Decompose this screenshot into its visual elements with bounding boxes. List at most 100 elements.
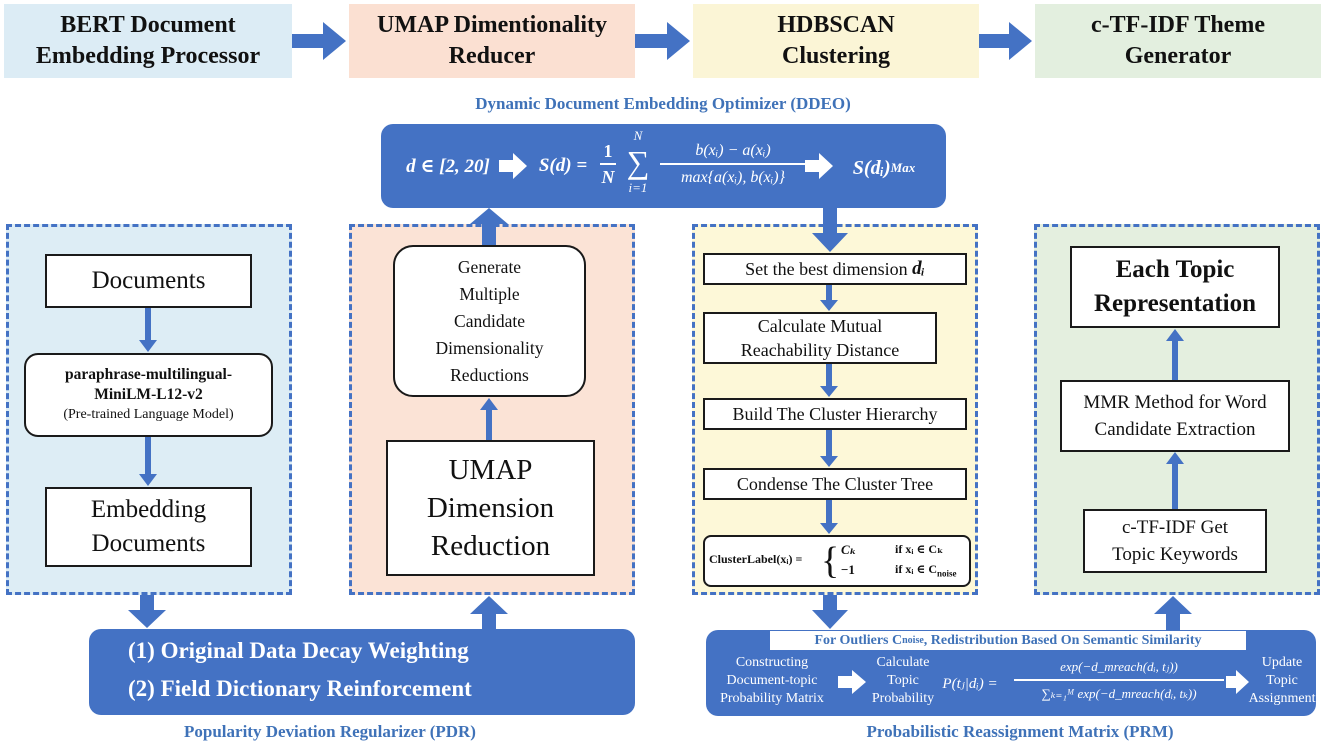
documents-node: Documents: [45, 254, 252, 308]
best-dimension-node: Set the best dimension dᵢ: [703, 253, 967, 285]
prm-prob-den: ∑ₖ₌₁ᴹ exp(−d_mreach(dᵢ, tₖ)): [1041, 686, 1197, 701]
prm-header-text: For Outliers C: [814, 632, 903, 648]
ddeo-one-den: N: [601, 167, 615, 187]
ddeo-range-text: d ∈ [2, 20]: [406, 155, 490, 177]
cluster-label-brace: {: [821, 540, 840, 582]
ddeo-sum-symbol: ∑: [626, 144, 650, 180]
pdr-caption: Popularity Deviation Regularizer (PDR): [184, 722, 476, 741]
ddeo-result: S(dᵢ)Max: [832, 150, 936, 186]
mmr-node: MMR Method for Word Candidate Extraction: [1060, 380, 1290, 452]
ddeo-formula-box: [381, 124, 946, 208]
ddeo-sum: N ∑ i=1: [618, 128, 658, 204]
ddeo-frac-num: b(xᵢ) − a(xᵢ): [695, 142, 771, 159]
language-model-note: (Pre-trained Language Model): [63, 407, 234, 422]
ddeo-frac-den: max{a(xᵢ), b(xᵢ)}: [680, 169, 786, 186]
umap-reduction-label: UMAP Dimension Reduction: [426, 454, 555, 562]
arrow-keywords-to-mmr: [1166, 452, 1184, 509]
prm-prob-num: exp(−d_mreach(dᵢ, tⱼ)): [1060, 659, 1178, 674]
arrow-ddeo-to-hdbscan: [812, 208, 848, 252]
arrow-bert-to-umap: [292, 22, 346, 60]
prm-header-sub: noise: [902, 635, 924, 646]
arrow-model-to-embedding: [139, 437, 157, 486]
ddeo-formula-lhs-text: S(d) =: [538, 155, 588, 176]
ddeo-one-bar: [600, 163, 616, 165]
prm-prob-fraction: exp(−d_mreach(dᵢ, tⱼ)) ∑ₖ₌₁ᴹ exp(−d_mrea…: [1014, 655, 1224, 711]
cluster-case2-value: −1: [841, 562, 855, 577]
ddeo-one-num: 1: [603, 141, 613, 161]
prm-prob-lhs: P(tⱼ|dᵢ) =: [942, 675, 998, 692]
topic-representation-label: Each Topic Representation: [1093, 256, 1257, 317]
prm-arrow-2: [1226, 670, 1249, 694]
stage-ctfidf-box: c-TF-IDF Theme Generator: [1035, 4, 1321, 78]
arrow-pdr-to-umap: [470, 596, 508, 629]
ddeo-one-over-n: 1 N: [598, 140, 618, 190]
pdr-box: [89, 629, 635, 715]
arrow-best-to-mutual: [820, 285, 838, 311]
topic-representation-node: Each Topic Representation: [1070, 246, 1280, 328]
arrow-mutual-to-hierarchy: [820, 364, 838, 397]
stage-umap-box: UMAP Dimentionality Reducer: [349, 4, 635, 78]
ddeo-frac-bar: [660, 163, 806, 165]
arrow-bert-to-pdr: [128, 595, 166, 628]
pdr-item-2: (2) Field Dictionary Reinforcement: [128, 676, 472, 701]
embedding-documents-node: Embedding Documents: [45, 487, 252, 567]
ddeo-range: d ∈ [2, 20]: [398, 148, 498, 184]
mutual-reachability-label: Calculate Mutual Reachability Distance: [740, 316, 900, 360]
cluster-hierarchy-label: Build The Cluster Hierarchy: [732, 403, 938, 424]
prm-caption: Probabilistic Reassignment Matrix (PRM): [866, 722, 1174, 741]
cluster-case1-value: Cₖ: [841, 542, 857, 557]
ddeo-arrow-2: [805, 153, 833, 179]
arrow-hdbscan-to-ctfidf: [979, 22, 1032, 60]
cluster-case2-sub: noise: [937, 568, 957, 579]
generate-candidates-label: Generate Multiple Candidate Dimensionali…: [435, 256, 544, 385]
stage-bert-box: BERT Document Embedding Processor: [4, 4, 292, 78]
embedding-documents-label: Embedding Documents: [90, 496, 207, 557]
cluster-case2-cond: if xᵢ ∈ Cnoise: [895, 562, 957, 578]
language-model-node: paraphrase-multilingual- MiniLM-L12-v2 (…: [24, 353, 273, 437]
cluster-case2-cond-text: if xᵢ ∈ C: [895, 562, 938, 576]
prm-step-construct: Constructing Document-topic Probability …: [720, 655, 824, 706]
stage-hdbscan-box: HDBSCAN Clustering: [693, 4, 979, 78]
ddeo-formula-lhs: S(d) =: [528, 148, 598, 184]
mutual-reachability-node: Calculate Mutual Reachability Distance: [703, 312, 937, 364]
arrow-hdbscan-to-prm: [812, 595, 848, 629]
arrow-hierarchy-to-condense: [820, 430, 838, 467]
arrow-documents-to-model: [139, 308, 157, 352]
arrow-condense-to-label: [820, 500, 838, 534]
cluster-label-lhs: ClusterLabel(xᵢ) =: [709, 552, 803, 566]
language-model-name: paraphrase-multilingual- MiniLM-L12-v2: [64, 366, 233, 403]
ddeo-result-sub: Max: [890, 160, 916, 175]
cluster-label-node: ClusterLabel(xᵢ) = { Cₖ if xᵢ ∈ Cₖ −1 if…: [703, 535, 971, 587]
mmr-label: MMR Method for Word Candidate Extraction: [1083, 392, 1267, 440]
cluster-hierarchy-node: Build The Cluster Hierarchy: [703, 398, 967, 430]
ddeo-result-text: S(dᵢ): [852, 156, 891, 179]
ddeo-sum-bottom: i=1: [628, 180, 648, 195]
pdr-item-1: (1) Original Data Decay Weighting: [128, 638, 469, 663]
prm-step-calculate: Calculate Topic Probability: [871, 655, 935, 706]
prm-prob-bar: [1014, 679, 1224, 681]
arrow-reduction-to-generate: [480, 398, 498, 440]
documents-label: Documents: [91, 267, 206, 294]
stage-ctfidf-label: c-TF-IDF Theme Generator: [1091, 12, 1265, 69]
umap-reduction-node: UMAP Dimension Reduction: [386, 440, 595, 576]
best-dimension-symbol: dᵢ: [912, 258, 925, 279]
prm-header-rest: , Redistribution Based On Semantic Simil…: [923, 632, 1202, 648]
stage-bert-label: BERT Document Embedding Processor: [35, 12, 261, 69]
ctfidf-keywords-label: c-TF-IDF Get Topic Keywords: [1112, 517, 1238, 565]
prm-arrow-1: [838, 670, 866, 694]
ddeo-silhouette-fraction: b(xᵢ) − a(xᵢ) max{a(xᵢ), b(xᵢ)}: [660, 138, 806, 194]
ddeo-sum-top: N: [633, 128, 643, 143]
arrow-mmr-to-topic: [1166, 329, 1184, 380]
ctfidf-keywords-node: c-TF-IDF Get Topic Keywords: [1083, 509, 1267, 573]
condense-tree-node: Condense The Cluster Tree: [703, 468, 967, 500]
arrow-umap-panel-to-ddeo: [470, 208, 508, 245]
arrow-umap-to-hdbscan: [635, 22, 690, 60]
cluster-case1-cond: if xᵢ ∈ Cₖ: [895, 542, 944, 556]
prm-step-update: Update Topic Assignment: [1248, 655, 1316, 706]
condense-tree-label: Condense The Cluster Tree: [736, 473, 934, 494]
arrow-prm-to-ctfidf: [1154, 596, 1192, 630]
generate-candidates-node: Generate Multiple Candidate Dimensionali…: [393, 245, 586, 397]
